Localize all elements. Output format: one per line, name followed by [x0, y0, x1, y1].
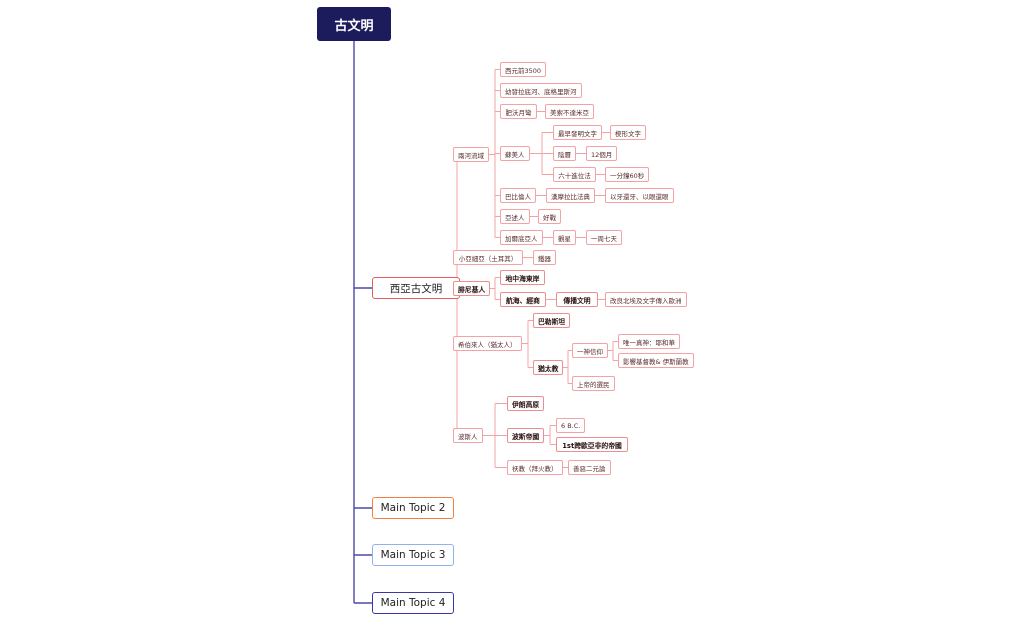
subtopic-n1e[interactable]: 巴比倫人: [500, 188, 536, 203]
subtopic-n1g[interactable]: 加爾底亞人: [500, 230, 543, 245]
subtopic-n4b1b[interactable]: 影響基督教& 伊斯蘭教: [618, 353, 694, 368]
subtopic-n1[interactable]: 兩河流域: [453, 147, 489, 162]
subtopic-n1g1[interactable]: 觀星: [553, 230, 576, 245]
subtopic-n1d[interactable]: 蘇美人: [500, 146, 530, 161]
subtopic-n1e1[interactable]: 漢摩拉比法典: [546, 188, 595, 203]
subtopic-n1d3[interactable]: 六十進位法: [553, 167, 596, 182]
subtopic-n4b1[interactable]: 一神信仰: [572, 343, 608, 358]
subtopic-n1d2a[interactable]: 12個月: [586, 146, 618, 161]
subtopic-n5[interactable]: 波斯人: [453, 428, 483, 443]
subtopic-n4[interactable]: 希伯來人（猶太人）: [453, 336, 522, 351]
subtopic-n3b[interactable]: 航海、經商: [500, 292, 546, 307]
subtopic-n1d1[interactable]: 最早發明文字: [553, 125, 602, 140]
main-topic-3[interactable]: Main Topic 3: [372, 544, 454, 566]
subtopic-n5b1[interactable]: 6 B.C.: [556, 418, 586, 433]
subtopic-n3b1a[interactable]: 改良北埃及文字傳入歐洲: [605, 292, 687, 307]
subtopic-n4b1a[interactable]: 唯一真神：耶和華: [618, 334, 680, 349]
subtopic-n3b1[interactable]: 傳播文明: [556, 292, 598, 307]
subtopic-n1c[interactable]: 肥沃月彎: [500, 104, 537, 119]
central-topic[interactable]: 古文明: [318, 8, 390, 40]
subtopic-n1f[interactable]: 亞述人: [500, 209, 530, 224]
subtopic-n1f1[interactable]: 好戰: [538, 209, 561, 224]
subtopic-n5c[interactable]: 祆教（拜火教）: [507, 460, 563, 475]
subtopic-n4b[interactable]: 猶太教: [533, 360, 564, 375]
subtopic-n2a[interactable]: 鐵器: [533, 250, 556, 265]
subtopic-n5b[interactable]: 波斯帝國: [507, 428, 545, 443]
subtopic-n1e1a[interactable]: 以牙還牙、以眼還眼: [605, 188, 674, 203]
subtopic-n1d3a[interactable]: 一分鐘60秒: [605, 167, 650, 182]
subtopic-n2[interactable]: 小亞細亞（土耳其）: [453, 250, 523, 265]
subtopic-n4a[interactable]: 巴勒斯坦: [533, 313, 571, 328]
subtopic-n1d2[interactable]: 陰曆: [553, 146, 576, 161]
subtopic-n5a[interactable]: 伊朗高原: [507, 396, 545, 411]
subtopic-n3a[interactable]: 地中海東岸: [500, 270, 545, 285]
subtopic-n1c1[interactable]: 美索不達米亞: [545, 104, 594, 119]
main-topic-4[interactable]: Main Topic 4: [372, 592, 454, 614]
subtopic-n3[interactable]: 腓尼基人: [453, 281, 491, 296]
subtopic-n4b2[interactable]: 上帝的選民: [572, 376, 615, 391]
subtopic-n1b[interactable]: 幼發拉底河、底格里斯河: [500, 83, 582, 98]
subtopic-n1a[interactable]: 西元前3500: [500, 62, 547, 77]
subtopic-n5c1[interactable]: 善惡二元論: [568, 460, 611, 475]
subtopic-n1d1a[interactable]: 楔形文字: [610, 125, 646, 140]
main-topic-west-asia[interactable]: 西亞古文明: [372, 277, 460, 299]
main-topic-2[interactable]: Main Topic 2: [372, 497, 454, 519]
subtopic-n5b2[interactable]: 1st跨歐亞非的帝國: [556, 437, 628, 452]
subtopic-n1g1a[interactable]: 一周七天: [586, 230, 622, 245]
